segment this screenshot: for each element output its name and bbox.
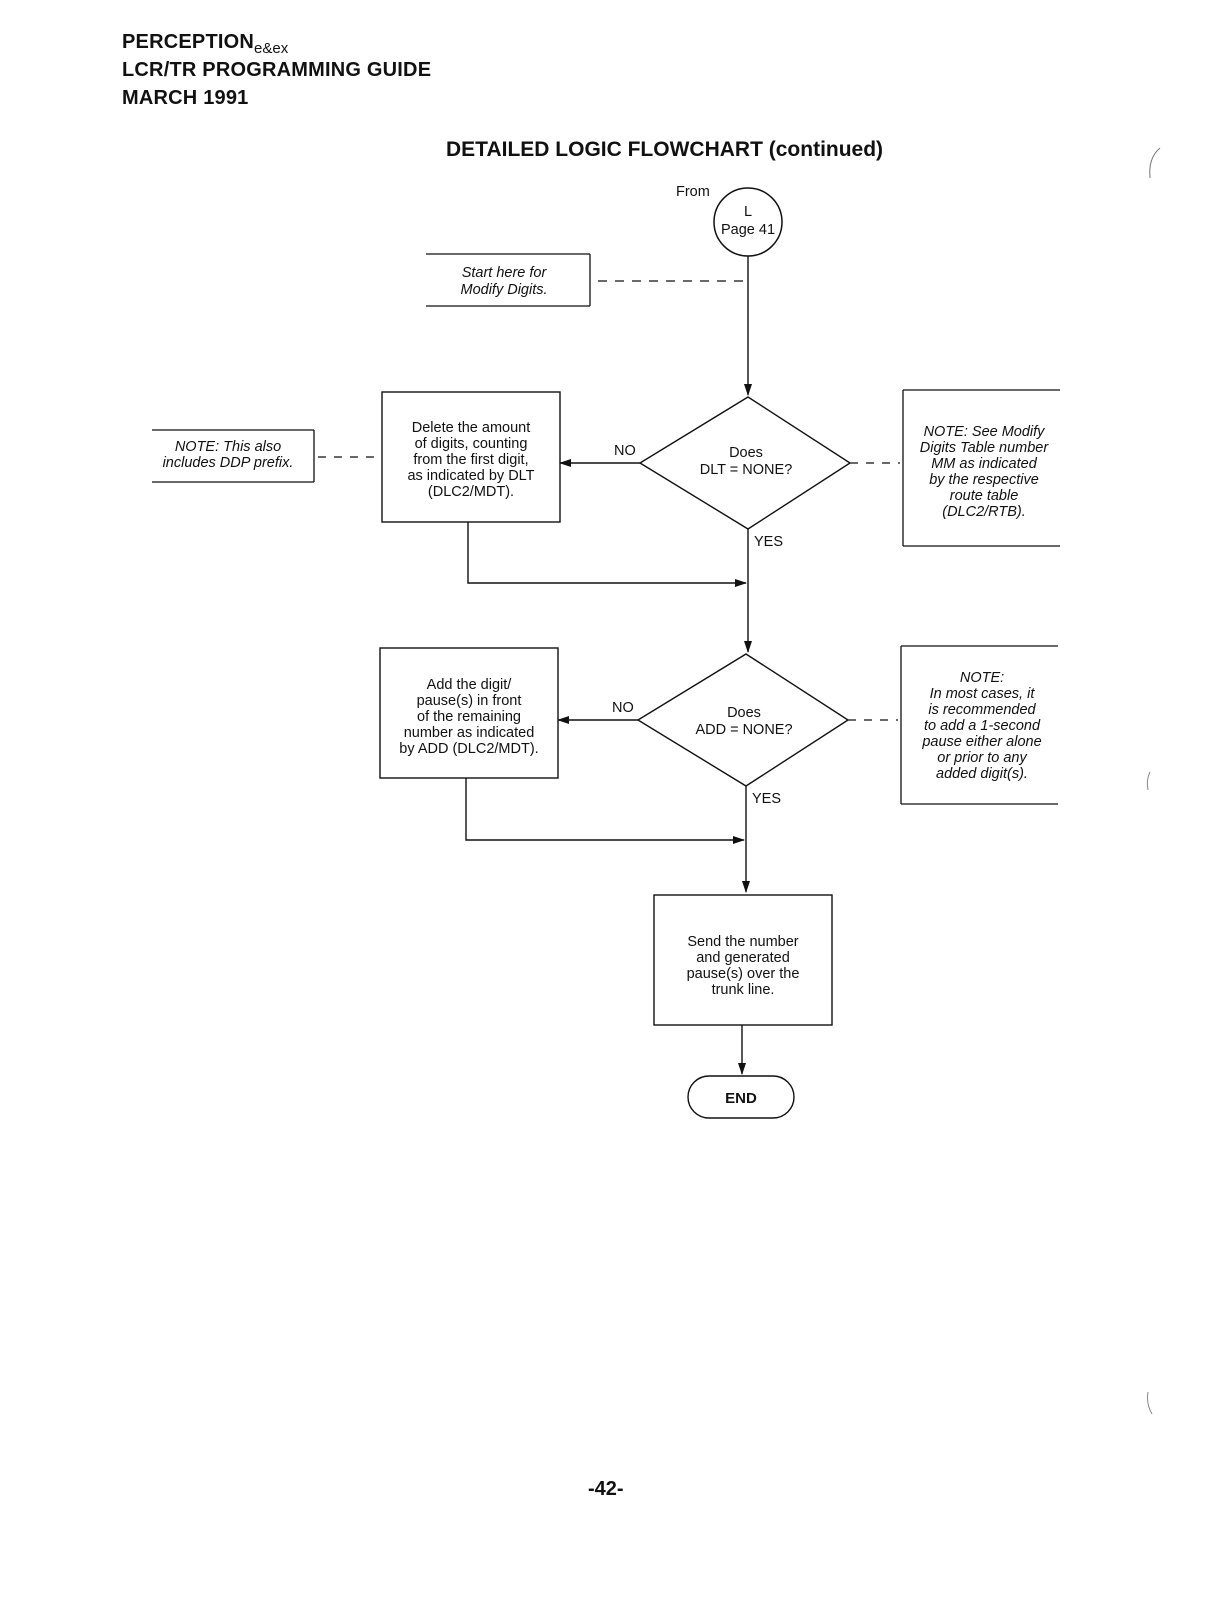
process-add-line: number as indicated <box>404 725 535 741</box>
decision-add-line: Does <box>727 705 761 721</box>
header-date: MARCH 1991 <box>122 87 249 109</box>
process-add-line: Add the digit/ <box>427 677 513 693</box>
process-send-line: trunk line. <box>712 982 775 998</box>
add-no-label: NO <box>612 700 634 716</box>
scan-mark <box>1147 1391 1153 1415</box>
note-pause-line: to add a 1-second <box>924 718 1041 734</box>
note-pause-line: is recommended <box>928 702 1036 718</box>
end-label: END <box>725 1090 757 1107</box>
note-mdt-line: NOTE: See Modify <box>924 424 1046 440</box>
note-pause-line: In most cases, it <box>930 686 1036 702</box>
note-mdt-line: Digits Table number <box>920 440 1050 456</box>
process-delete-line: of digits, counting <box>415 436 528 452</box>
note-modify-digits-table: NOTE: See Modify Digits Table number MM … <box>902 389 1060 547</box>
flowchart-title: DETAILED LOGIC FLOWCHART (continued) <box>446 138 884 161</box>
note-pause-line: pause either alone <box>921 734 1041 750</box>
connector-letter: L <box>744 204 752 220</box>
process-send-line: pause(s) over the <box>687 966 800 982</box>
process-delete-line: as indicated by DLT <box>407 468 534 484</box>
start-note-line: Modify Digits. <box>460 282 547 298</box>
note-pause-line: added digit(s). <box>936 766 1028 782</box>
note-ddp-prefix: NOTE: This also includes DDP prefix. <box>152 429 315 483</box>
decision-add-line: ADD = NONE? <box>695 722 792 738</box>
process-delete-line: (DLC2/MDT). <box>428 484 514 500</box>
process-add-line: pause(s) in front <box>417 693 522 709</box>
flow-delete-return <box>467 522 747 587</box>
header-guide-title: LCR/TR PROGRAMMING GUIDE <box>122 59 432 81</box>
process-send-line: Send the number <box>687 934 798 950</box>
start-note: Start here for Modify Digits. <box>426 253 591 307</box>
brand-subscript: e&ex <box>254 40 289 57</box>
end-terminator <box>687 1075 795 1119</box>
process-send-number <box>653 894 833 1026</box>
note-pause-line: NOTE: <box>960 670 1004 686</box>
note-ddp-line: NOTE: This also <box>175 439 281 455</box>
dlt-no-label: NO <box>614 443 636 459</box>
note-ddp-line: includes DDP prefix. <box>163 455 294 471</box>
decision-dlt-line: DLT = NONE? <box>700 462 793 478</box>
header-brand: PERCEPTIONe&ex <box>122 30 288 61</box>
note-mdt-line: (DLC2/RTB). <box>942 504 1026 520</box>
note-mdt-line: route table <box>950 488 1019 504</box>
process-add-line: by ADD (DLC2/MDT). <box>399 741 538 757</box>
process-delete-digits <box>381 391 561 523</box>
page-number: -42- <box>588 1478 624 1500</box>
note-mdt-line: by the respective <box>929 472 1039 488</box>
process-delete-line: from the first digit, <box>413 452 528 468</box>
process-add-digits <box>379 647 559 779</box>
process-delete-line: Delete the amount <box>412 420 531 436</box>
scan-mark <box>1149 147 1161 179</box>
scan-mark <box>1146 771 1151 791</box>
process-add-line: of the remaining <box>417 709 521 725</box>
add-yes-label: YES <box>752 791 781 807</box>
note-pause-recommendation: NOTE: In most cases, it is recommended t… <box>900 645 1058 805</box>
flow-add-return <box>465 778 745 844</box>
brand-name: PERCEPTION <box>122 31 255 53</box>
note-mdt-line: MM as indicated <box>931 456 1038 472</box>
connector-page: Page 41 <box>721 222 775 238</box>
dlt-yes-label: YES <box>754 534 783 550</box>
connector-from-label: From <box>676 184 710 200</box>
process-send-line: and generated <box>696 950 790 966</box>
note-pause-line: or prior to any <box>937 750 1027 766</box>
start-note-line: Start here for <box>462 265 548 281</box>
decision-dlt-line: Does <box>729 445 763 461</box>
